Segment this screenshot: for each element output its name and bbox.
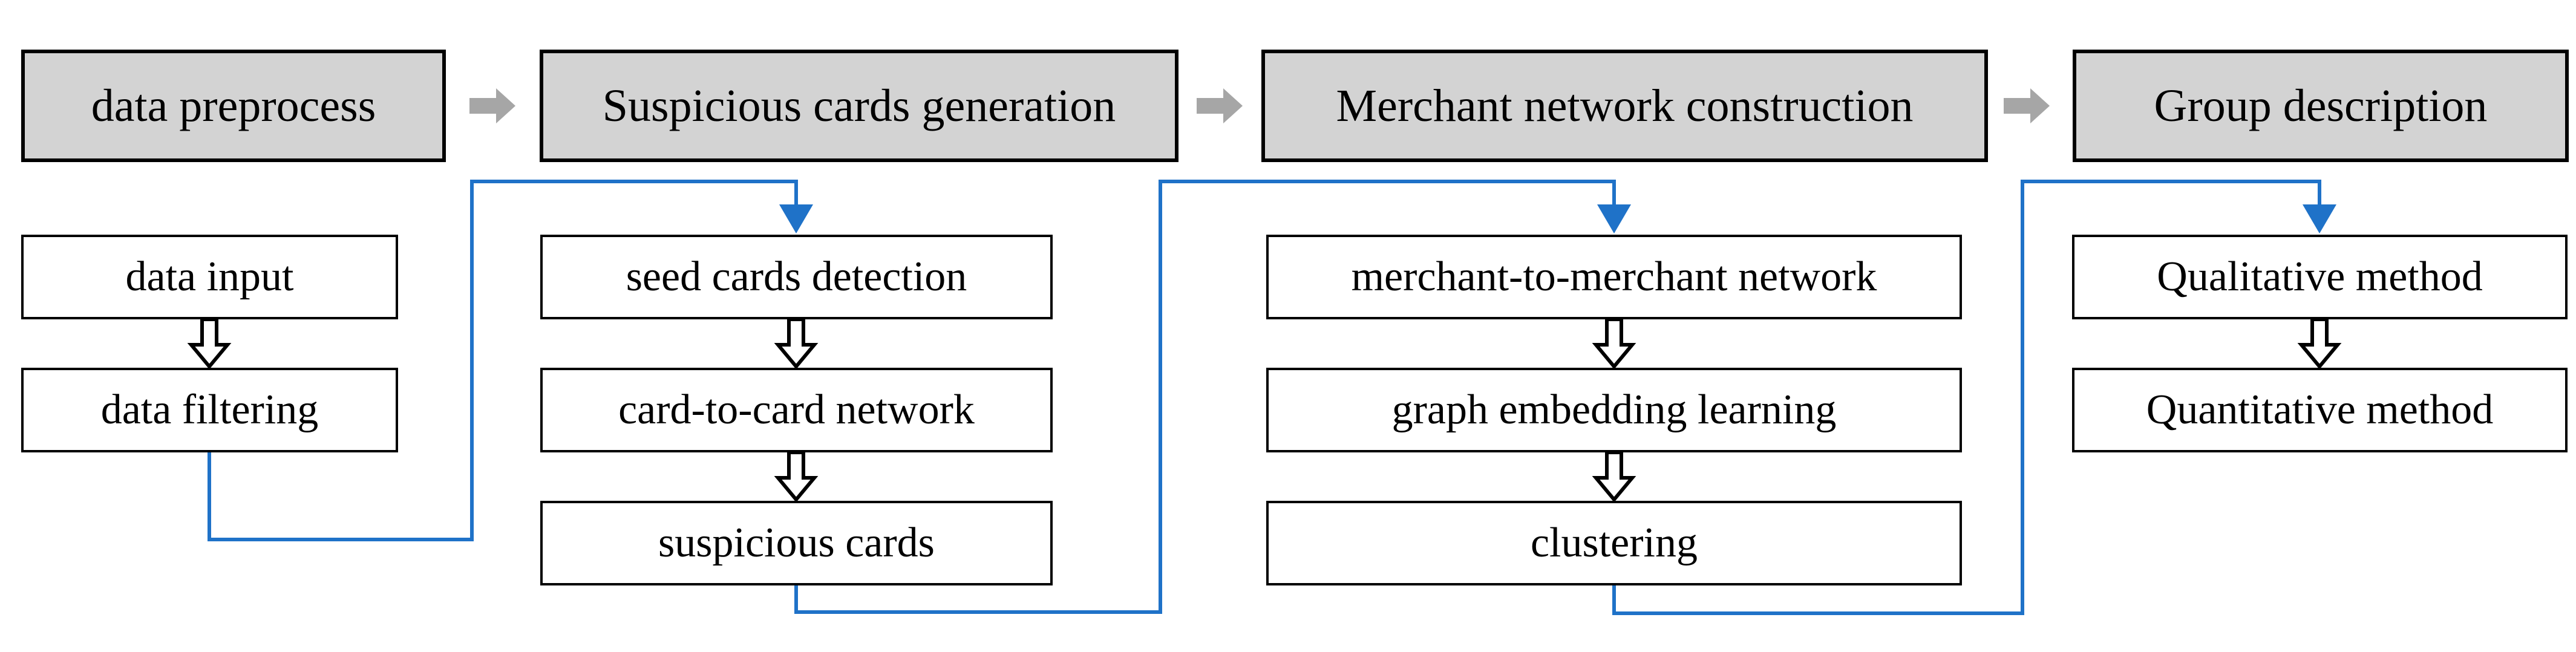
step-box-suspicious-cards: suspicious cards bbox=[540, 501, 1053, 585]
stage-title: Suspicious cards generation bbox=[602, 80, 1116, 131]
step-label: graph embedding learning bbox=[1391, 386, 1837, 433]
stage-box-merchant-network-construction: Merchant network construction bbox=[1261, 50, 1988, 162]
stage-title: Group description bbox=[2154, 80, 2488, 131]
step-label: merchant-to-merchant network bbox=[1351, 253, 1877, 300]
step-label: clustering bbox=[1530, 520, 1698, 566]
down-arrow-icon-col3-a bbox=[1592, 318, 1636, 370]
stage-title: Merchant network construction bbox=[1336, 80, 1914, 131]
step-label: card-to-card network bbox=[618, 386, 975, 433]
step-box-data-filtering: data filtering bbox=[21, 368, 398, 452]
stage-arrow-icon-2 bbox=[1197, 88, 1243, 123]
step-box-data-input: data input bbox=[21, 235, 398, 319]
stage-arrow-icon-1 bbox=[469, 88, 515, 123]
step-label: suspicious cards bbox=[658, 520, 935, 566]
stage-title: data preprocess bbox=[91, 80, 376, 131]
down-arrow-icon-col1 bbox=[187, 318, 232, 370]
step-box-merchant-to-merchant-network: merchant-to-merchant network bbox=[1266, 235, 1962, 319]
step-box-quantitative-method: Quantitative method bbox=[2072, 368, 2568, 452]
down-arrow-icon-col2-a bbox=[774, 318, 819, 370]
step-box-seed-cards-detection: seed cards detection bbox=[540, 235, 1053, 319]
step-label: seed cards detection bbox=[626, 253, 967, 300]
step-label: Qualitative method bbox=[2157, 253, 2483, 300]
stage-box-group-description: Group description bbox=[2073, 50, 2569, 162]
step-label: data filtering bbox=[100, 386, 319, 433]
step-box-qualitative-method: Qualitative method bbox=[2072, 235, 2568, 319]
step-box-graph-embedding-learning: graph embedding learning bbox=[1266, 368, 1962, 452]
stage-arrow-icon-3 bbox=[2004, 88, 2050, 123]
step-box-card-to-card-network: card-to-card network bbox=[540, 368, 1053, 452]
step-label: Quantitative method bbox=[2146, 386, 2494, 433]
down-arrow-icon-col2-b bbox=[774, 451, 819, 503]
stage-box-suspicious-cards-generation: Suspicious cards generation bbox=[540, 50, 1178, 162]
step-label: data input bbox=[125, 253, 294, 300]
stage-box-data-preprocess: data preprocess bbox=[21, 50, 446, 162]
step-box-clustering: clustering bbox=[1266, 501, 1962, 585]
down-arrow-icon-col4 bbox=[2297, 318, 2342, 370]
down-arrow-icon-col3-b bbox=[1592, 451, 1636, 503]
